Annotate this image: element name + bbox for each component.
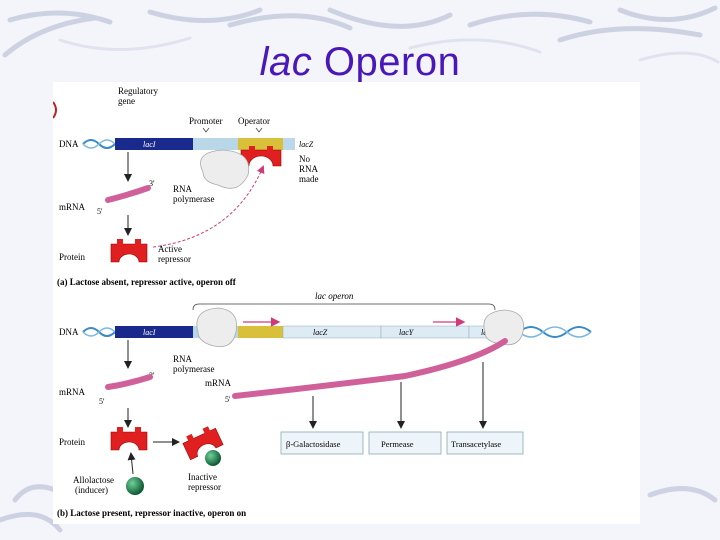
- product-box-permease: [368, 431, 442, 455]
- panel-b: lac operon DNA lacI lacZ lacY lacA RNA p…: [57, 291, 592, 518]
- slide-title: lac Operon: [0, 38, 720, 86]
- no-rna-3: made: [299, 174, 319, 184]
- lac-operon-figure: Regulatory gene Promoter Operator DNA la…: [53, 82, 640, 524]
- no-rna-2: RNA: [299, 164, 319, 174]
- rna-polymerase-a: [200, 149, 250, 189]
- operon-bracket: [192, 303, 496, 311]
- lacz-gene: [282, 325, 382, 339]
- label-5prime-b: 5': [99, 397, 105, 406]
- mrna-strand-a: [105, 185, 151, 203]
- laci-gene-b: [115, 326, 193, 338]
- label-3prime-a: 3': [149, 179, 155, 188]
- label-5prime-a: 5': [97, 207, 103, 216]
- label-dna-b: DNA: [59, 327, 79, 337]
- rna-pol-b-1: RNA: [173, 354, 193, 364]
- label-mrna-b: mRNA: [59, 387, 86, 397]
- title-italic: lac: [259, 40, 313, 84]
- lacz-label-a: lacZ: [299, 140, 314, 149]
- active-repressor-2: repressor: [158, 254, 191, 264]
- label-protein-a: Protein: [59, 252, 85, 262]
- laci-label-a: lacI: [143, 140, 156, 149]
- edge-mark: [53, 101, 57, 119]
- rna-pol-a-2: polymerase: [173, 194, 214, 204]
- inactive-repressor-2: repressor: [188, 482, 221, 492]
- dna-helix-b-right: [518, 326, 592, 338]
- label-regulatory-gene: Regulatory: [118, 86, 158, 96]
- caption-b: (b) Lactose present, repressor inactive,…: [57, 508, 246, 518]
- lacy-gene: [380, 325, 470, 339]
- inactive-repressor: [182, 426, 224, 461]
- product-galactosidase: β-Galactosidase: [286, 439, 341, 449]
- active-repressor-1: Active: [158, 244, 182, 254]
- repressor-binding-arrow: [152, 165, 265, 248]
- rna-pol-a-1: RNA: [173, 184, 193, 194]
- product-permease: Permease: [381, 439, 414, 449]
- promoter-block-a: [193, 138, 238, 150]
- allolactose-1: Allolactose: [73, 475, 114, 485]
- operator-block-b: [238, 326, 283, 338]
- lacy-label: lacY: [399, 328, 415, 337]
- caption-a: (a) Lactose absent, repressor active, op…: [57, 277, 237, 287]
- label-promoter: Promoter: [189, 116, 223, 126]
- mrna-polycistronic: [232, 338, 508, 399]
- inactive-repressor-1: Inactive: [188, 472, 217, 482]
- laci-gene-a: [115, 138, 193, 150]
- label-lac-operon: lac operon: [315, 291, 354, 301]
- inducer-bound: [205, 450, 221, 466]
- allolactose-inducer: [126, 477, 144, 495]
- product-box-transacetylase: [446, 431, 524, 455]
- label-5prime-long: 5': [225, 395, 231, 404]
- label-operator: Operator: [238, 116, 270, 126]
- active-repressor: [110, 243, 148, 263]
- rna-pol-b-2: polymerase: [173, 364, 214, 374]
- rna-polymerase-b2: [483, 309, 524, 346]
- repressor-bound: [240, 149, 282, 167]
- laci-label-b: lacI: [143, 328, 156, 337]
- label-mrna-long: mRNA: [205, 378, 232, 388]
- product-transacetylase: Transacetylase: [451, 439, 501, 449]
- lacz-label-b: lacZ: [313, 328, 328, 337]
- panel-a: Regulatory gene Promoter Operator DNA la…: [57, 86, 319, 287]
- label-mrna-a: mRNA: [59, 202, 86, 212]
- operator-block-a: [238, 138, 283, 150]
- rna-polymerase-b: [196, 307, 237, 348]
- label-regulatory-gene-2: gene: [118, 96, 135, 106]
- figure-svg: Regulatory gene Promoter Operator DNA la…: [53, 86, 592, 518]
- repressor-b: [110, 431, 148, 451]
- no-rna-1: No: [299, 154, 310, 164]
- title-rest: Operon: [312, 40, 461, 84]
- label-dna-a: DNA: [59, 139, 79, 149]
- allolactose-2: (inducer): [75, 485, 108, 495]
- product-box-galactosidase: [280, 431, 364, 455]
- mrna-strand-b: [105, 374, 153, 390]
- label-protein-b: Protein: [59, 437, 85, 447]
